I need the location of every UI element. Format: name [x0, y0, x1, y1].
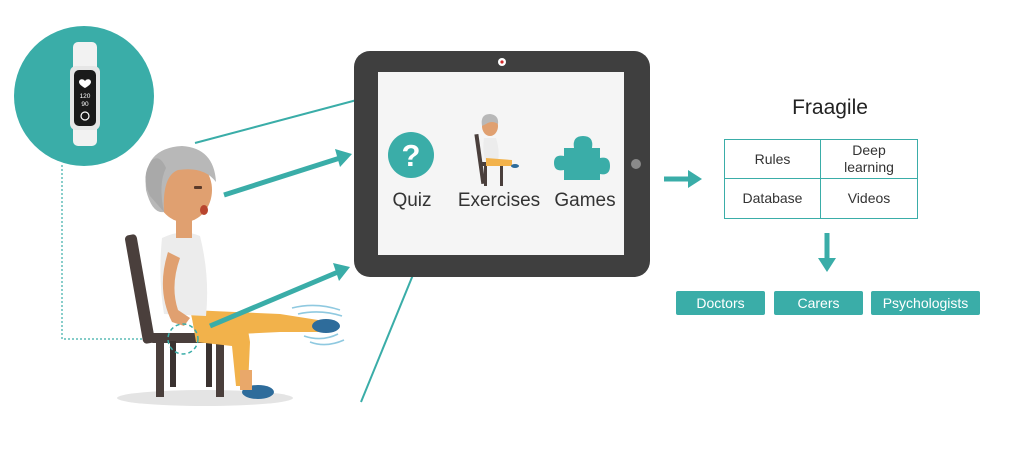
heart-icon [79, 79, 91, 88]
puzzle-piece-icon [554, 136, 610, 180]
svg-text:?: ? [402, 138, 421, 173]
outcome-doctors: Doctors [676, 291, 765, 315]
wrist-sensor-circle [167, 323, 199, 355]
outcome-carers: Carers [774, 291, 863, 315]
spo2-value: 90 [81, 101, 89, 108]
tablet-item-exercises: Exercises [457, 190, 541, 211]
arrow-head-to-tablet [223, 155, 341, 198]
elderly-person-illustration [145, 146, 345, 399]
tablet-device [354, 51, 650, 277]
component-deep-learning-label: Deep learning [844, 142, 894, 175]
smart-band-illustration: 120 90 [14, 26, 154, 166]
component-database: Database [725, 179, 821, 218]
system-components-grid: Rules Deep learning Database Videos [724, 139, 918, 219]
question-mark-icon: ? [388, 132, 434, 178]
tablet-item-games: Games [554, 190, 616, 211]
band-connector-line [61, 165, 160, 340]
component-rules: Rules [725, 140, 821, 179]
outcome-psychologists: Psychologists [871, 291, 980, 315]
seated-exercise-icon [474, 114, 519, 186]
arrow-leg-to-tablet [209, 269, 339, 329]
tablet-item-quiz: Quiz [392, 190, 432, 211]
heart-rate-value: 120 [80, 93, 91, 100]
component-deep-learning: Deep learning [821, 140, 917, 179]
component-videos: Videos [847, 190, 891, 206]
system-title: Fraagile [792, 96, 868, 119]
